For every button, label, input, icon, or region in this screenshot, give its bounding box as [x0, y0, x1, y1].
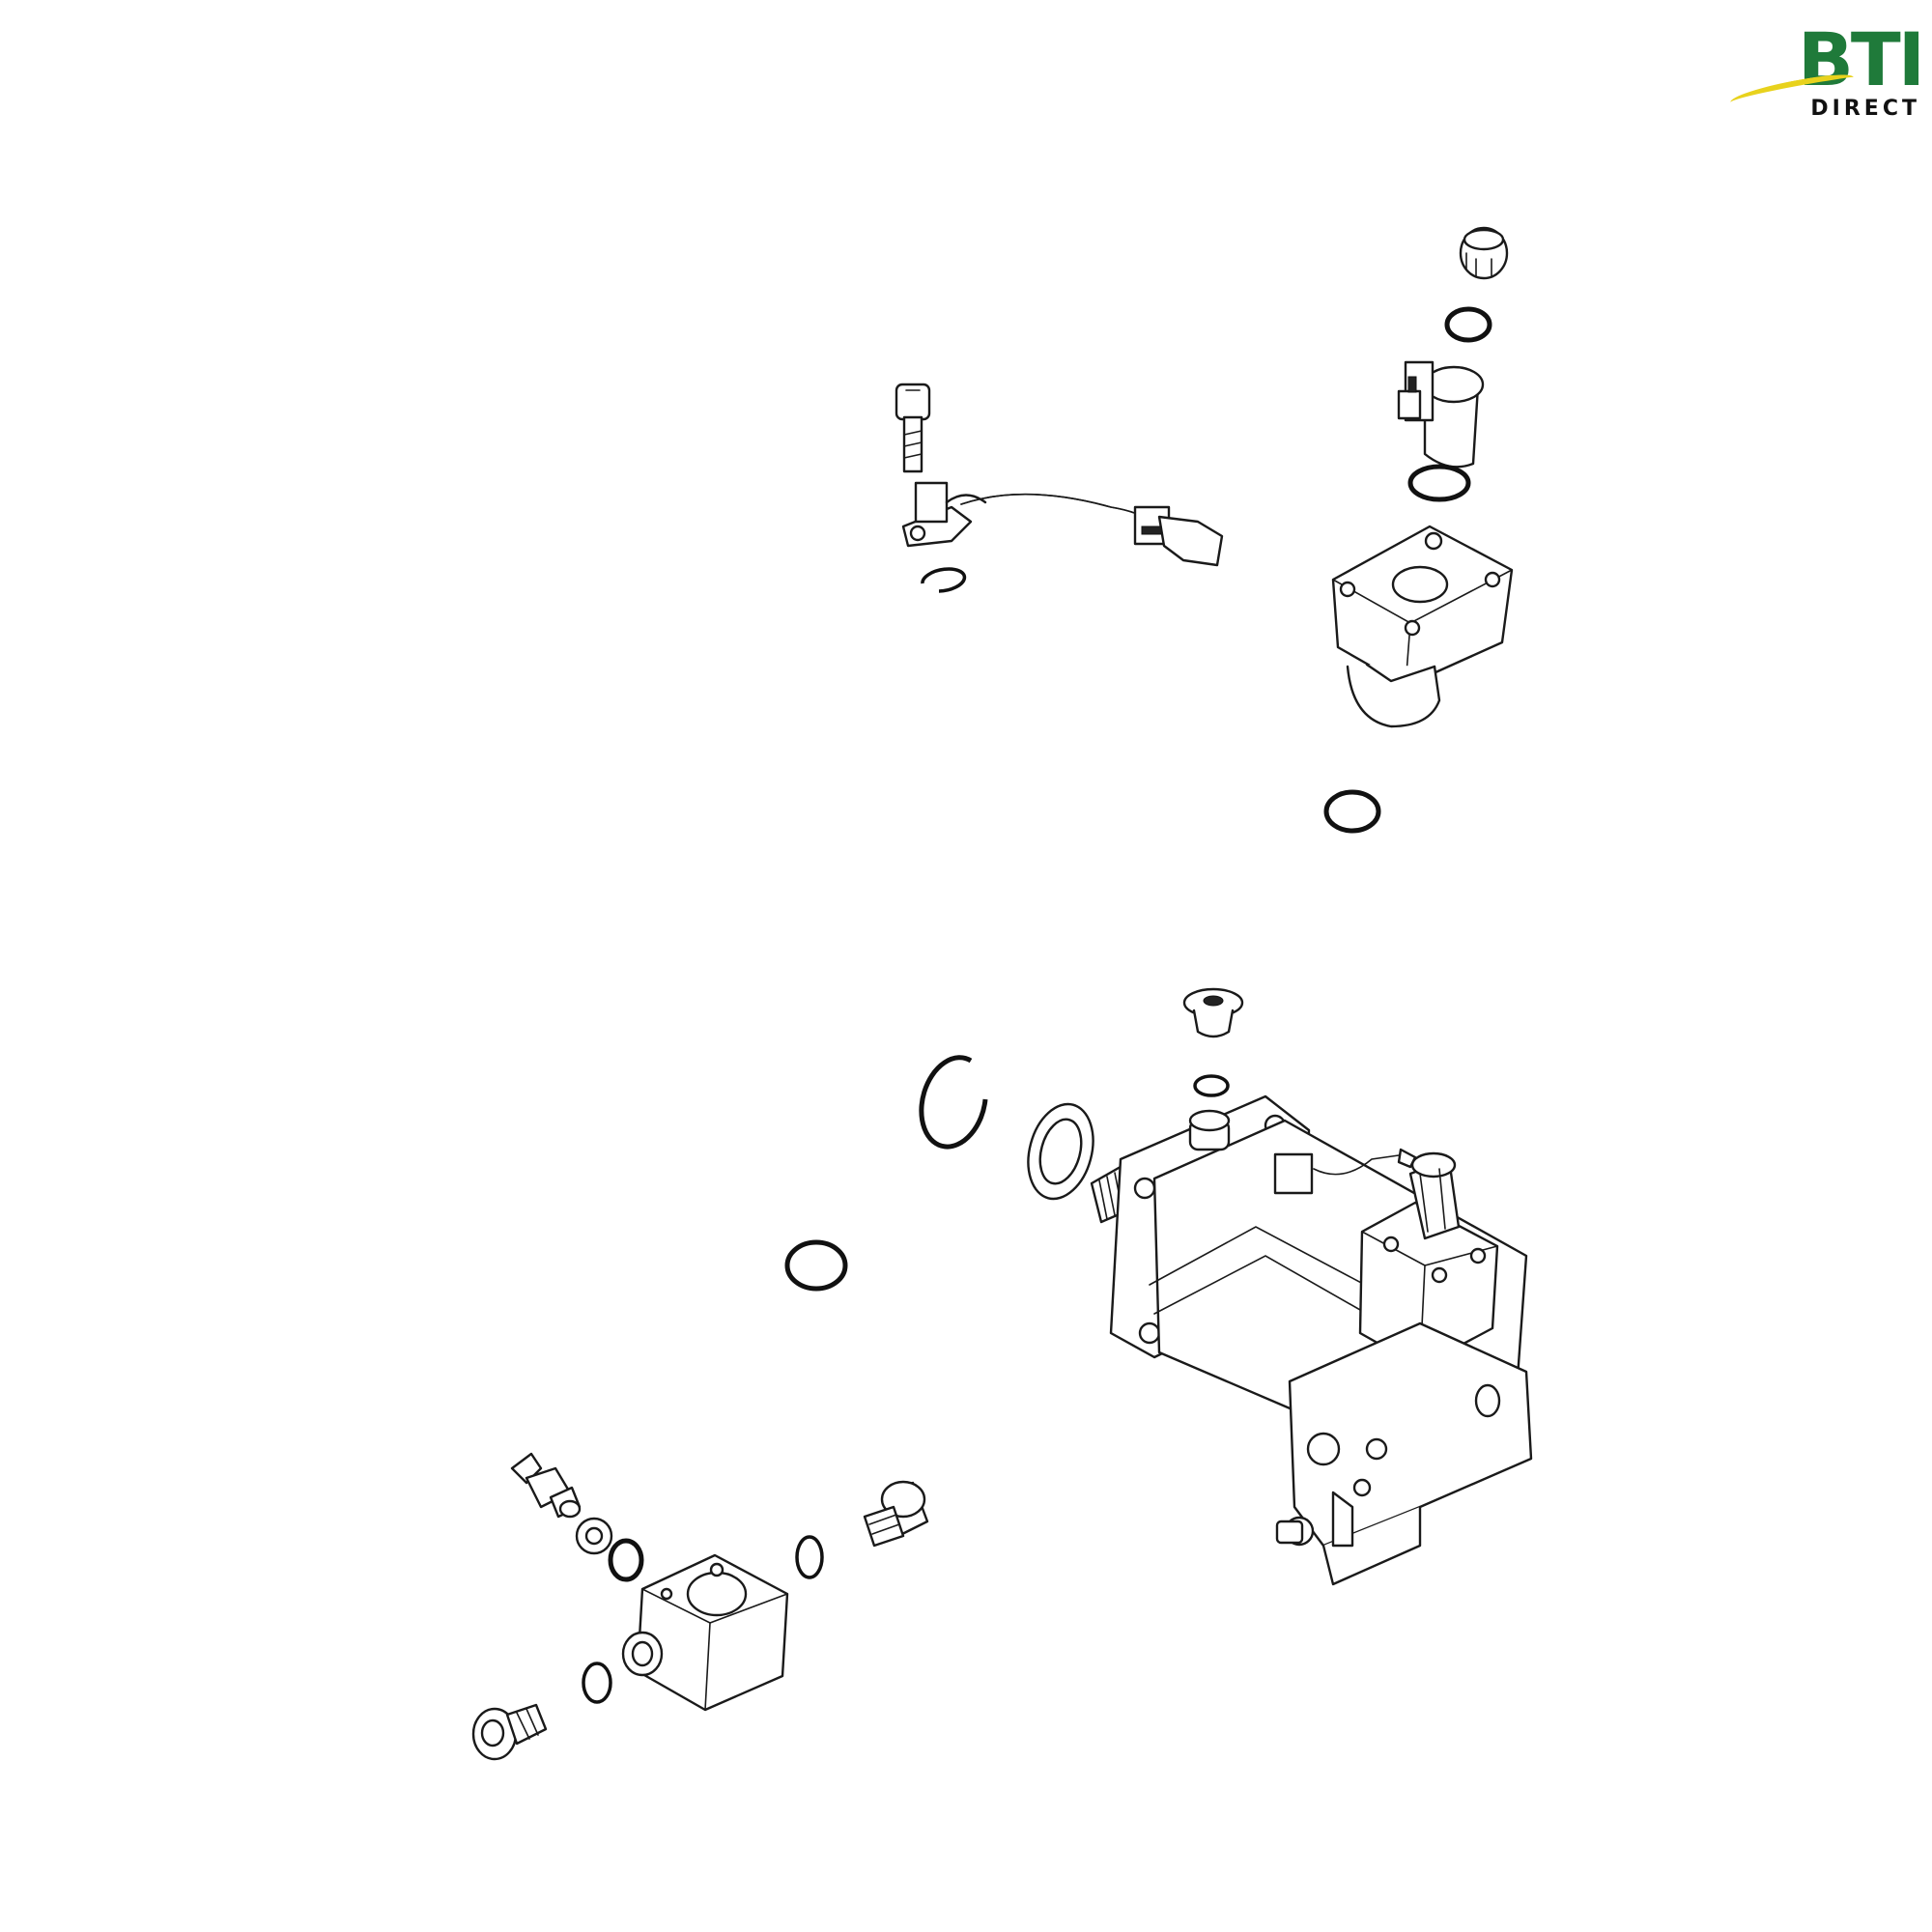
plug-top [1182, 987, 1244, 1038]
control-valve-housing [1331, 525, 1514, 728]
snap-ring-small [921, 567, 967, 593]
brand-name: BTI [1797, 16, 1925, 102]
o-ring-port-2 [795, 1535, 824, 1579]
o-ring-solenoid-top [1444, 306, 1492, 343]
shaft-seal [1027, 1102, 1094, 1201]
hydraulic-motor-body [1090, 1094, 1533, 1586]
retaining-ring-large [919, 1055, 988, 1150]
cap-screw [895, 383, 931, 473]
plug-screw-right [863, 1480, 929, 1548]
pressure-fitting [510, 1452, 582, 1519]
speed-sensor-harness [901, 481, 1224, 567]
o-ring-valve-base [1323, 789, 1381, 834]
plug-screw-bottom [471, 1703, 548, 1761]
solenoid-coil [1397, 360, 1485, 469]
o-ring-left [784, 1239, 848, 1292]
o-ring-port-1 [608, 1538, 644, 1582]
o-ring-plug [1193, 1074, 1230, 1097]
brand-logo: BTI DIRECT [1728, 16, 1925, 124]
brand-subtitle: DIRECT [1810, 97, 1920, 121]
port-block [621, 1553, 789, 1712]
sealing-washer [575, 1517, 613, 1555]
o-ring-solenoid-bottom [1407, 464, 1471, 502]
o-ring-port-3 [582, 1662, 612, 1704]
solenoid-nut [1459, 226, 1509, 280]
